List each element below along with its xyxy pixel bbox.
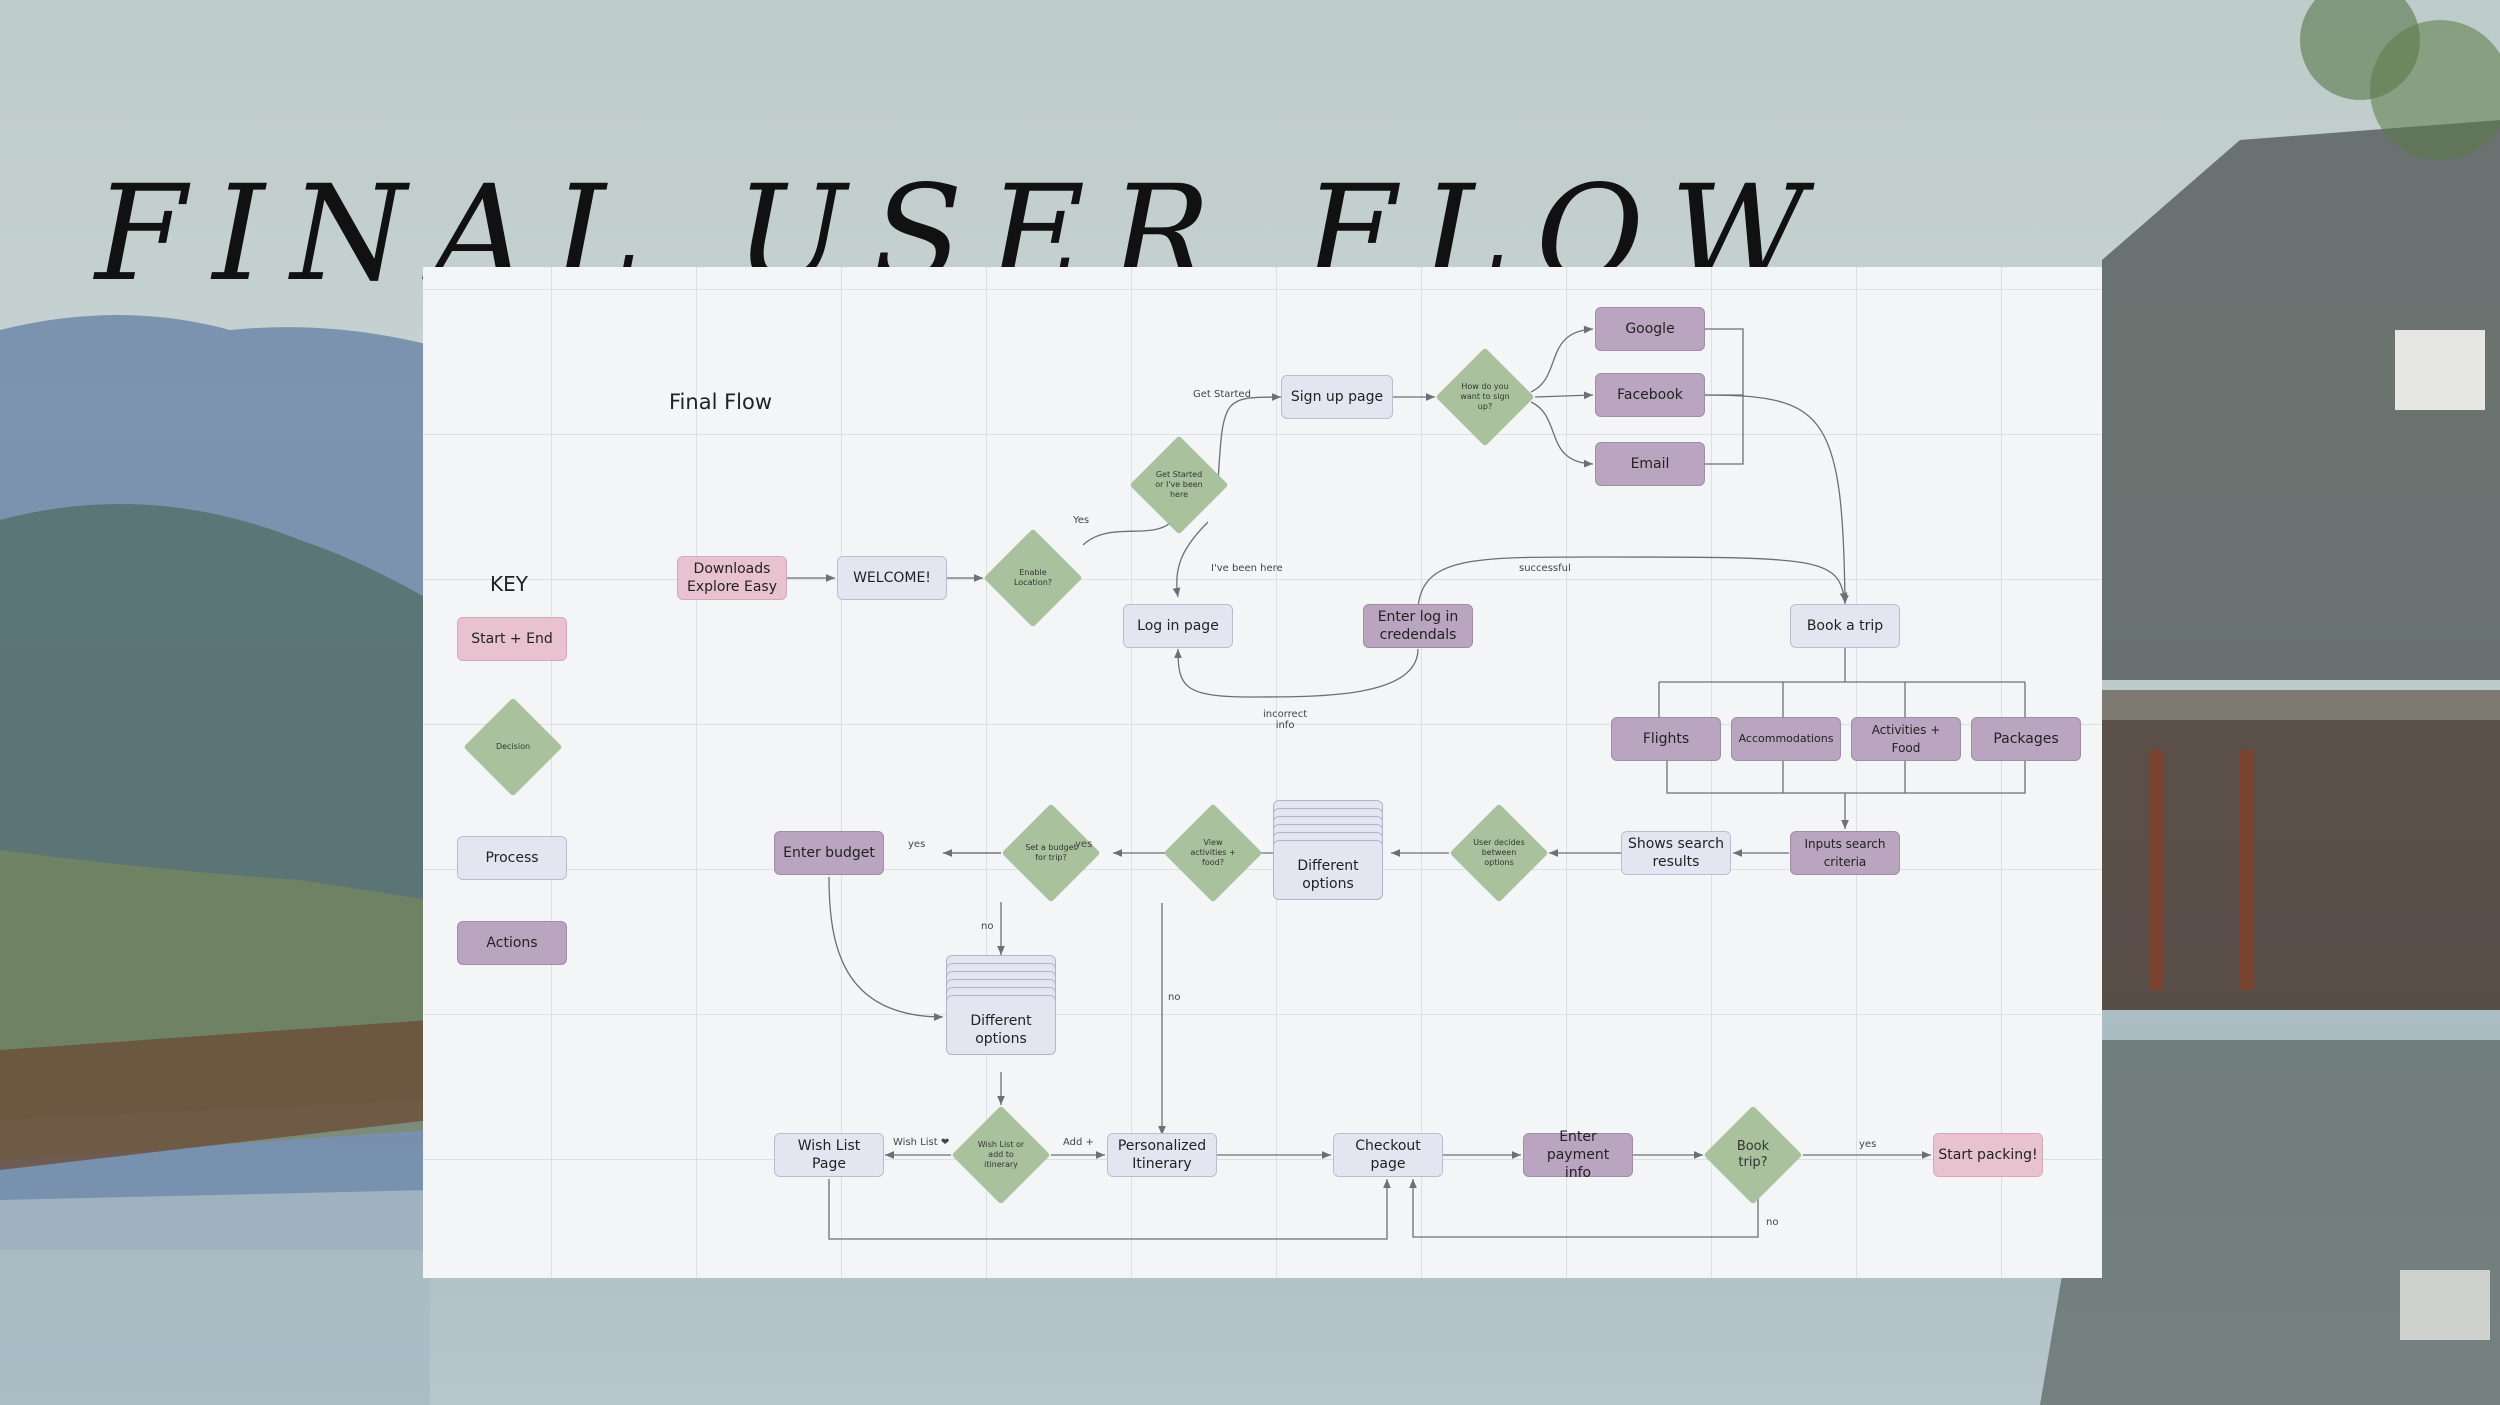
enable-location-label: Enable Location? <box>1013 568 1053 587</box>
node-get-started-decision: Get Started or I've been here <box>1129 435 1229 535</box>
node-email: Email <box>1595 442 1705 486</box>
node-view-activities: View activities + food? <box>1163 803 1263 903</box>
book-trip-label: Book trip? <box>1736 1139 1770 1170</box>
node-enter-login: Enter log in credendals <box>1363 604 1473 648</box>
label-successful: successful <box>1519 563 1571 574</box>
node-shows-results: Shows search results <box>1621 831 1731 875</box>
diagram-heading: Final Flow <box>669 390 773 414</box>
node-sign-up-page: Sign up page <box>1281 375 1393 419</box>
node-welcome: WELCOME! <box>837 556 947 600</box>
node-start-packing: Start packing! <box>1933 1133 2043 1177</box>
node-enter-budget: Enter budget <box>774 831 884 875</box>
key-start-end: Start + End <box>457 617 567 661</box>
flow-diagram-board: KEY Start + End Decision Process Actions… <box>423 267 2102 1278</box>
node-google: Google <box>1595 307 1705 351</box>
label-incorrect-info: incorrect info <box>1263 709 1308 731</box>
node-book-trip-decision: Book trip? <box>1703 1105 1803 1205</box>
label-yes-location: Yes <box>1073 515 1090 526</box>
node-packages: Packages <box>1971 717 2081 761</box>
get-started-label: Get Started or I've been here <box>1155 470 1203 499</box>
key-process: Process <box>457 836 567 880</box>
key-decision: Decision <box>463 697 563 797</box>
node-flights: Flights <box>1611 717 1721 761</box>
key-decision-label: Decision <box>495 742 531 751</box>
label-been-here: I've been here <box>1211 563 1283 574</box>
label-no-book: no <box>1766 1217 1779 1228</box>
node-different-options-2: Different options <box>946 955 1056 1065</box>
node-downloads: Downloads Explore Easy <box>677 556 787 600</box>
node-set-budget: Set a budget for trip? <box>1001 803 1101 903</box>
node-enter-payment: Enter payment info <box>1523 1129 1633 1181</box>
node-inputs-search: Inputs search criteria <box>1790 831 1900 875</box>
how-sign-up-label: How do you want to sign up? <box>1460 382 1510 411</box>
node-different-options-1: Different options <box>1273 800 1383 910</box>
node-checkout-page: Checkout page <box>1333 1133 1443 1177</box>
node-user-decides: User decides between options <box>1449 803 1549 903</box>
node-accommodations: Accommodations <box>1731 717 1841 761</box>
label-wish-list: Wish List ❤ <box>893 1137 950 1148</box>
key-actions: Actions <box>457 921 567 965</box>
set-budget-label: Set a budget for trip? <box>1025 843 1077 862</box>
node-facebook: Facebook <box>1595 373 1705 417</box>
different-options-2-label: Different options <box>946 995 1056 1055</box>
connector-lines <box>787 325 2026 1240</box>
user-decides-label: User decides between options <box>1473 838 1525 867</box>
label-get-started: Get Started <box>1193 389 1251 400</box>
node-wish-list-page: Wish List Page <box>774 1133 884 1177</box>
node-activities-food: Activities + Food <box>1851 717 1961 761</box>
label-yes-view: yes <box>1075 839 1093 850</box>
wish-list-decision-label: Wish List or add to itinerary <box>977 1140 1025 1169</box>
node-book-a-trip: Book a trip <box>1790 604 1900 648</box>
key-title: KEY <box>490 572 528 596</box>
label-yes-book: yes <box>1859 1139 1877 1150</box>
node-personalized-itinerary: Personalized Itinerary <box>1107 1133 1217 1177</box>
label-yes-budget: yes <box>908 839 926 850</box>
node-log-in-page: Log in page <box>1123 604 1233 648</box>
node-wish-list-decision: Wish List or add to itinerary <box>951 1105 1051 1205</box>
label-add: Add + <box>1063 1137 1094 1148</box>
label-no-view: no <box>1168 992 1181 1003</box>
node-enable-location: Enable Location? <box>983 528 1083 628</box>
view-activities-label: View activities + food? <box>1190 838 1236 867</box>
label-no-budget: no <box>981 921 994 932</box>
different-options-1-label: Different options <box>1273 840 1383 900</box>
node-how-sign-up: How do you want to sign up? <box>1435 347 1535 447</box>
